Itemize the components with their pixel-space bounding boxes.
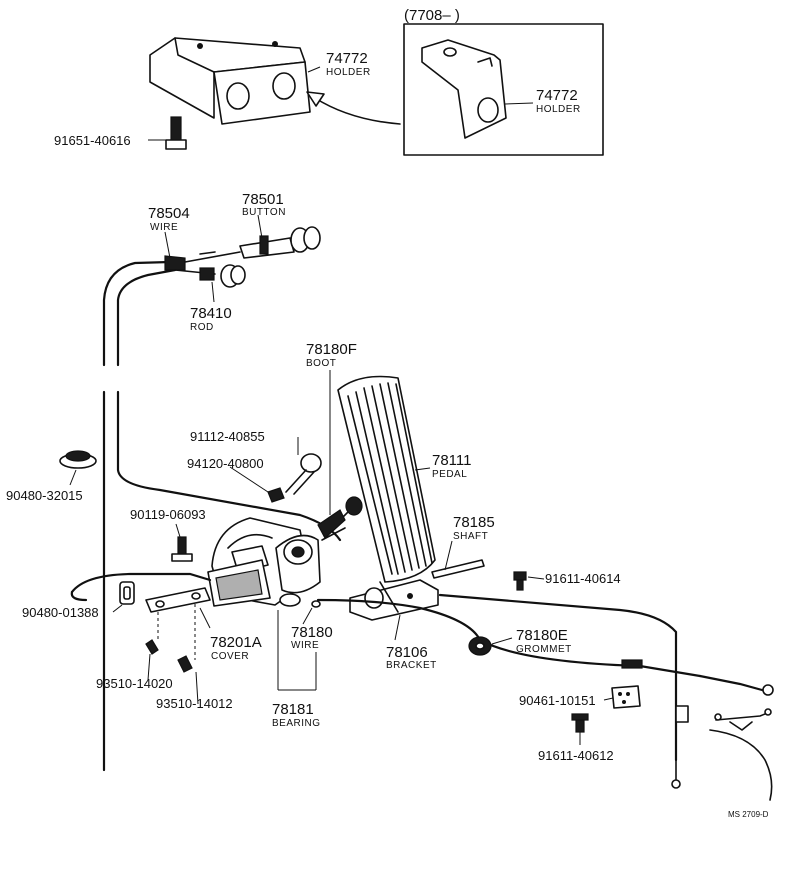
bracket-name: BRACKET <box>386 660 437 671</box>
nut-94120-label: 94120-40800 <box>187 456 264 471</box>
boot-number: 78180F <box>306 341 357 358</box>
holder-main-name: HOLDER <box>326 67 371 78</box>
holder-main <box>149 37 311 125</box>
boot-name: BOOT <box>306 358 336 369</box>
bearing-number: 78181 <box>272 701 314 718</box>
bolt-90119-label: 90119-06093 <box>130 507 206 522</box>
cover-78201A <box>145 587 211 613</box>
holder-inset-number: 74772 <box>536 87 578 104</box>
pedal-78111 <box>337 375 436 583</box>
inset-box <box>403 23 604 156</box>
pedal-name: PEDAL <box>432 469 467 480</box>
rod-78410 <box>174 264 246 288</box>
clip-90461-label: 90461-10151 <box>519 693 596 708</box>
cover-name: COVER <box>211 651 249 662</box>
bolt-91112-label: 91112-40855 <box>190 429 265 444</box>
cable-left-loop <box>70 572 212 594</box>
shaft-name: SHAFT <box>453 531 488 542</box>
year-range-label: (7708– ) <box>404 7 460 24</box>
grommet-90480-01388-label: 90480-01388 <box>22 605 99 620</box>
boot-78180F <box>317 496 363 541</box>
actuator-housing <box>207 517 321 607</box>
figure-code: MS 2709-D <box>728 810 769 819</box>
button-name: BUTTON <box>242 207 286 218</box>
grommet-90480-32015-label: 90480-32015 <box>6 488 83 503</box>
holder-inset-name: HOLDER <box>536 104 581 115</box>
bracket-78106 <box>349 579 439 621</box>
cover-number: 78201A <box>210 634 262 651</box>
wire-mid-number: 78180 <box>291 624 333 641</box>
bolt-91651 <box>165 116 187 150</box>
shaft-78185 <box>431 559 485 579</box>
bolt-91611-40612-label: 91611-40612 <box>538 748 614 763</box>
wire-top-number: 78504 <box>148 205 190 222</box>
grommet-90480-32015 <box>59 450 97 469</box>
bolt-91611-40612 <box>571 713 589 733</box>
cable-clips-right <box>621 659 689 723</box>
button-number: 78501 <box>242 191 284 208</box>
grommet-78180E <box>468 636 492 656</box>
wire-top-name: WIRE <box>150 222 178 233</box>
grommet-78180E-number: 78180E <box>516 627 568 644</box>
holder-main-number: 74772 <box>326 50 368 67</box>
bolt-91611-40614 <box>513 571 527 591</box>
grommet-78180E-name: GROMMET <box>516 644 572 655</box>
screw-93510-14020-label: 93510-14020 <box>96 676 173 691</box>
bolt-91651-label: 91651-40616 <box>54 133 131 148</box>
bolt-91611-40614-label: 91611-40614 <box>545 571 621 586</box>
screw-93510-14020 <box>145 639 159 655</box>
bracket-number: 78106 <box>386 644 428 661</box>
arrow-to-holder <box>314 97 401 125</box>
bolt-90119 <box>171 536 193 562</box>
pedal-number: 78111 <box>432 452 472 469</box>
grommet-90480-01388 <box>119 581 135 605</box>
bearing-bracket <box>277 610 317 691</box>
wire-mid-name: WIRE <box>291 640 319 651</box>
bearing-name: BEARING <box>272 718 321 729</box>
screw-93510-14012 <box>177 655 193 673</box>
button-78501 <box>239 226 321 259</box>
rod-name: ROD <box>190 322 214 333</box>
clip-90461 <box>611 685 641 709</box>
rod-number: 78410 <box>190 305 232 322</box>
shaft-number: 78185 <box>453 514 495 531</box>
screw-93510-14012-label: 93510-14012 <box>156 696 233 711</box>
bolt-91112 <box>267 453 322 503</box>
